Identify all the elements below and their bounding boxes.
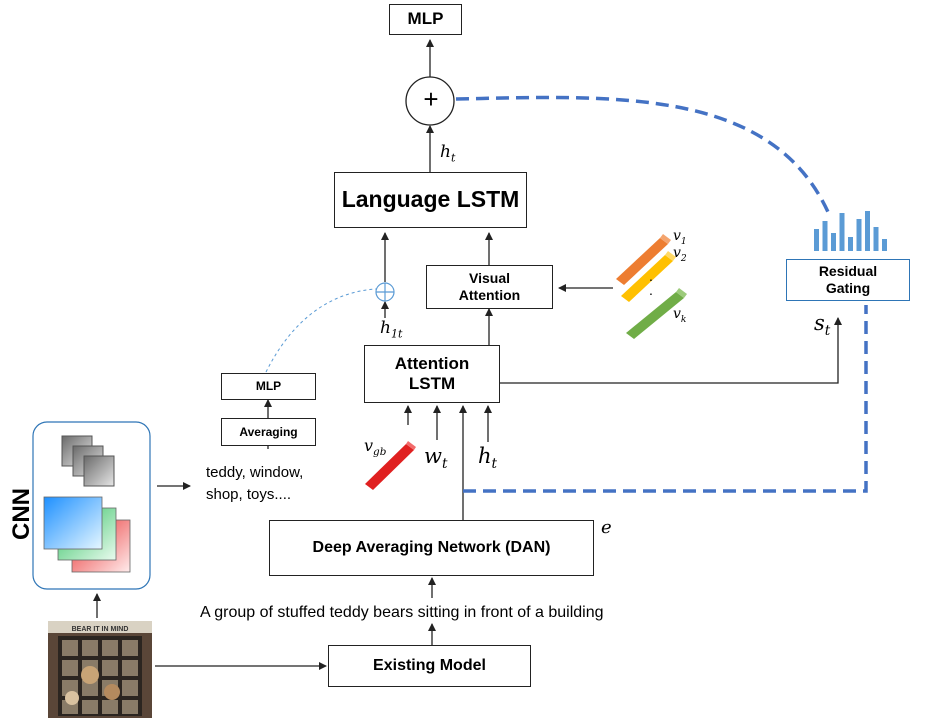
residual-bar <box>822 221 828 251</box>
v2-vector <box>621 251 676 302</box>
v1-label: v1 <box>673 228 687 247</box>
v1-vector <box>616 234 671 285</box>
residual-bars <box>814 211 887 251</box>
wt-label: wt <box>424 444 448 473</box>
visual-attention-label: Visual Attention <box>458 270 521 303</box>
e-label: e <box>601 517 612 538</box>
input-image: BEAR IT IN MIND <box>48 621 152 718</box>
arrow-attention-to-gating <box>500 317 842 384</box>
dots-label-2: . <box>649 282 653 298</box>
residual-bar <box>865 211 870 251</box>
ht-top-label: ht <box>440 142 456 165</box>
attention-lstm-box: Attention LSTM <box>364 345 500 403</box>
photo-sign-text: BEAR IT IN MIND <box>72 626 129 633</box>
mlp-top-box: MLP <box>389 4 462 35</box>
dashed-dan-to-gating <box>463 305 868 493</box>
cnn-label: CNN <box>8 488 35 540</box>
dan-label: Deep Averaging Network (DAN) <box>312 539 551 557</box>
residual-bar <box>848 237 853 251</box>
dashed-mlp-to-oplus <box>265 288 377 373</box>
residual-bar <box>831 233 836 251</box>
dan-box: Deep Averaging Network (DAN) <box>269 520 594 576</box>
averaging-box: Averaging <box>221 418 316 446</box>
language-lstm-box: Language LSTM <box>334 172 527 228</box>
mlp-top-label: MLP <box>407 9 444 29</box>
vgb-vector <box>365 441 416 490</box>
visual-attention-box: Visual Attention <box>426 265 553 309</box>
sum-node <box>405 76 455 126</box>
vk-vector <box>626 288 687 339</box>
mlp-small-box: MLP <box>221 373 316 400</box>
residual-gating-label: Residual Gating <box>818 263 878 296</box>
residual-bar <box>839 213 845 251</box>
vk-label: vk <box>673 306 687 325</box>
residual-bar <box>856 219 862 251</box>
feature-map-blue <box>43 496 103 550</box>
h1t-label: h1t <box>380 318 403 341</box>
averaging-label: Averaging <box>239 424 298 439</box>
vgb-label: vgb <box>364 436 387 459</box>
dashed-gate-to-plus <box>455 95 830 213</box>
residual-bar <box>882 239 887 251</box>
ht-bottom-label: ht <box>478 444 498 473</box>
language-lstm-label: Language LSTM <box>341 186 520 213</box>
caption-text: A group of stuffed teddy bears sitting i… <box>200 604 604 621</box>
residual-gating-box: Residual Gating <box>786 259 910 301</box>
sum-label: + <box>423 84 439 114</box>
residual-bar <box>814 229 819 251</box>
existing-model-label: Existing Model <box>373 657 486 675</box>
residual-bar <box>873 227 879 251</box>
v2-label: v2 <box>673 245 687 264</box>
tags-text: teddy, window, shop, toys.... <box>206 464 304 503</box>
attention-lstm-label: Attention LSTM <box>394 353 470 393</box>
dots-label-1: . <box>649 268 653 284</box>
existing-model-box: Existing Model <box>328 645 531 687</box>
st-label: st <box>814 311 831 340</box>
mlp-small-label: MLP <box>255 379 282 394</box>
feature-map-grey-3 <box>83 455 115 487</box>
